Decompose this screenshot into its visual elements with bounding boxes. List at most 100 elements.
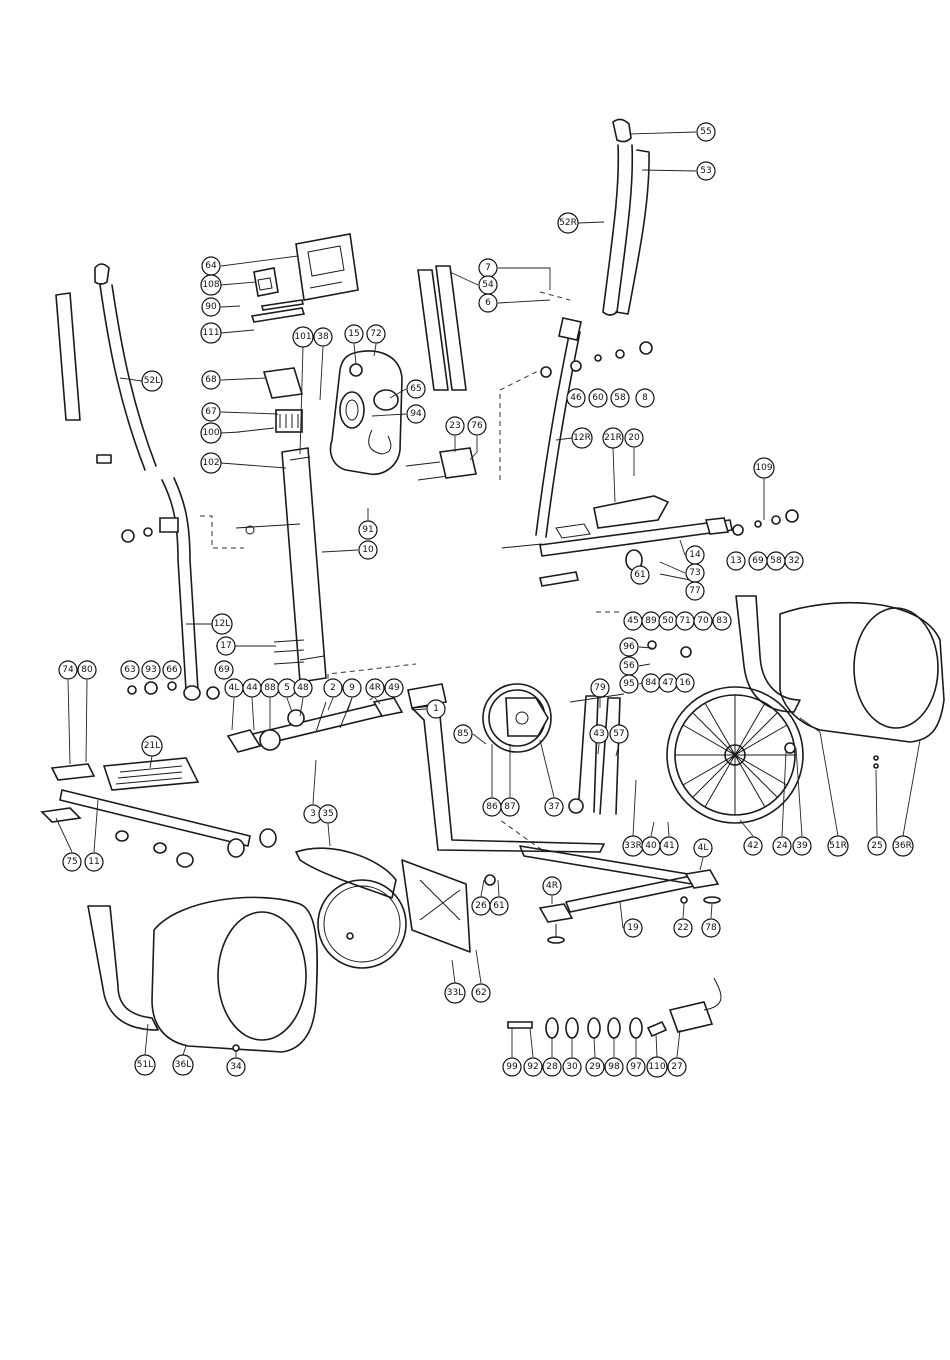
callout-label: 96 xyxy=(623,642,635,652)
callout-circle xyxy=(467,416,487,436)
right-side-cover xyxy=(735,595,945,743)
callout-label: 46 xyxy=(570,393,582,403)
callout-circle xyxy=(544,797,564,817)
part-callout: 39 xyxy=(792,836,812,856)
callout-label: 32 xyxy=(788,556,799,566)
callout-label: 50 xyxy=(662,616,674,626)
part-callout: 36R xyxy=(892,835,914,857)
part-callout: 83 xyxy=(712,611,732,631)
callout-label: 38 xyxy=(317,332,329,342)
callout-label: 22 xyxy=(677,923,688,933)
callout-circle xyxy=(502,1057,522,1077)
part-callout: 111 xyxy=(200,322,222,344)
callout-label: 89 xyxy=(645,616,657,626)
callout-label: 100 xyxy=(202,428,219,438)
callout-circle xyxy=(200,322,222,344)
callout-label: 52R xyxy=(559,218,577,228)
callout-label: 26 xyxy=(475,901,487,911)
callout-circle xyxy=(216,636,236,656)
callout-circle xyxy=(489,896,509,916)
callout-label: 48 xyxy=(297,683,309,693)
callout-circle xyxy=(141,660,161,680)
callout-circle xyxy=(292,326,314,348)
callout-circle xyxy=(162,660,182,680)
part-callout: 73 xyxy=(685,563,705,583)
callout-label: 36L xyxy=(175,1060,191,1070)
callout-label: 24 xyxy=(776,841,788,851)
callout-label: 25 xyxy=(871,841,882,851)
part-callout: 48 xyxy=(293,678,313,698)
callout-circle xyxy=(471,983,491,1003)
callout-label: 108 xyxy=(202,280,219,290)
callout-label: 44 xyxy=(246,683,258,693)
callout-label: 68 xyxy=(205,375,217,385)
part-callout: 28 xyxy=(542,1057,562,1077)
callout-circle xyxy=(62,852,82,872)
callout-circle xyxy=(542,1057,562,1077)
part-callout: 33R xyxy=(622,835,644,857)
callout-circle xyxy=(659,836,679,856)
callout-label: 62 xyxy=(475,988,486,998)
callout-circle xyxy=(58,660,78,680)
callout-label: 34 xyxy=(230,1062,242,1072)
callout-label: 51L xyxy=(137,1060,153,1070)
part-callout: 14 xyxy=(685,545,705,565)
callout-label: 92 xyxy=(527,1062,538,1072)
callout-label: 69 xyxy=(752,556,764,566)
callout-label: 10 xyxy=(362,545,374,555)
callout-label: 35 xyxy=(322,809,333,819)
part-callout: 97 xyxy=(626,1057,646,1077)
part-callout: 92 xyxy=(523,1057,543,1077)
callout-circle xyxy=(444,982,466,1004)
part-callout: 67 xyxy=(201,402,221,422)
part-callout: 38 xyxy=(313,327,333,347)
part-callout: 89 xyxy=(641,611,661,631)
callout-label: 15 xyxy=(348,329,359,339)
part-callout: 70 xyxy=(693,611,713,631)
callout-circle xyxy=(406,404,426,424)
callout-label: 67 xyxy=(205,407,216,417)
callout-label: 27 xyxy=(671,1062,682,1072)
part-callout: 36L xyxy=(172,1054,194,1076)
callout-label: 7 xyxy=(485,263,491,273)
callout-circle xyxy=(426,699,446,719)
callout-label: 91 xyxy=(362,525,373,535)
part-callout: 56 xyxy=(619,656,639,676)
callout-label: 29 xyxy=(589,1062,601,1072)
callout-circle xyxy=(624,428,644,448)
callout-circle xyxy=(685,581,705,601)
console-assembly xyxy=(237,233,359,433)
callout-label: 76 xyxy=(471,421,483,431)
part-callout: 65 xyxy=(406,379,426,399)
part-callout: 7 xyxy=(478,258,498,278)
callout-label: 72 xyxy=(370,329,381,339)
callout-label: 51R xyxy=(829,841,847,851)
part-callout: 90 xyxy=(201,297,221,317)
part-callout: 96 xyxy=(619,637,639,657)
part-callout: 8 xyxy=(635,388,655,408)
part-callout: 5 xyxy=(277,678,297,698)
callout-label: 53 xyxy=(700,166,711,176)
callout-label: 84 xyxy=(645,678,657,688)
callout-label: 80 xyxy=(81,665,93,675)
callout-circle xyxy=(792,836,812,856)
callout-circle xyxy=(562,1057,582,1077)
part-callout: 52L xyxy=(141,370,163,392)
callout-circle xyxy=(542,876,562,896)
callout-label: 83 xyxy=(716,616,727,626)
callout-label: 30 xyxy=(566,1062,578,1072)
callout-label: 101 xyxy=(294,332,311,342)
callout-label: 4L xyxy=(229,683,240,693)
callout-label: 39 xyxy=(796,841,808,851)
callout-circle xyxy=(604,1057,624,1077)
callout-label: 19 xyxy=(627,923,639,933)
callout-circle xyxy=(557,212,579,234)
front-stabilizer xyxy=(226,697,404,753)
callout-circle xyxy=(892,835,914,857)
part-callout: 76 xyxy=(467,416,487,436)
part-callout: 40 xyxy=(641,836,661,856)
callout-label: 21L xyxy=(144,741,160,751)
callout-circle xyxy=(77,660,97,680)
handle-pulse-frame xyxy=(329,350,449,481)
callout-label: 71 xyxy=(679,616,690,626)
